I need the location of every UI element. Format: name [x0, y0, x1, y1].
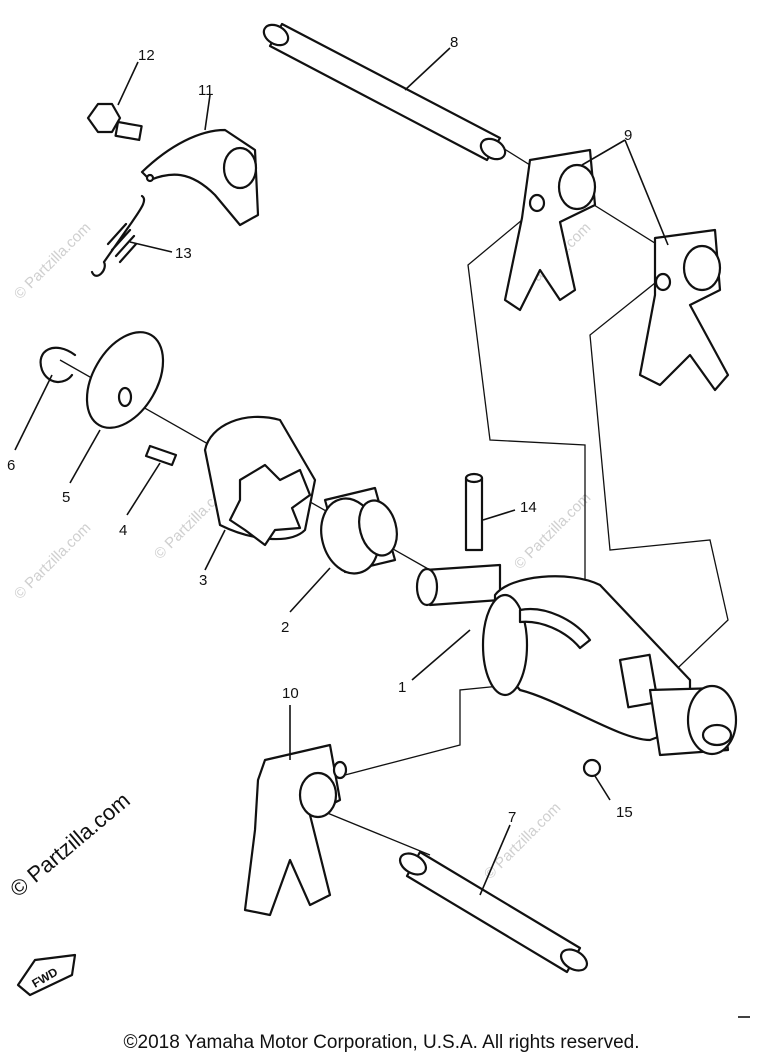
leader-lines — [14, 47, 669, 896]
callout-4: 4 — [119, 522, 127, 539]
callout-15: 15 — [616, 804, 633, 821]
assembly-line-fork-b — [589, 274, 729, 686]
callout-3: 3 — [199, 572, 207, 589]
callout-7: 7 — [508, 809, 516, 826]
callout-9: 9 — [624, 127, 632, 144]
watermark-6: © Partzilla.com — [481, 799, 564, 882]
watermark-dark: © Partzilla.com — [5, 787, 135, 901]
watermark-1: © Partzilla.com — [11, 219, 94, 302]
callout-12: 12 — [138, 47, 155, 64]
leader-1 — [411, 629, 471, 681]
bolt-12 — [86, 102, 143, 142]
callout-6: 6 — [7, 457, 15, 474]
shift-fork-9b — [638, 228, 730, 392]
fwd-arrow-icon: FWD — [16, 953, 77, 997]
leader-2 — [289, 567, 331, 613]
shaft-7 — [398, 850, 589, 974]
callout-10: 10 — [282, 685, 299, 702]
callout-14: 14 — [520, 499, 537, 516]
leader-13 — [129, 241, 173, 253]
leader-8 — [404, 47, 451, 91]
callout-11: 11 — [198, 82, 214, 99]
leader-11 — [204, 94, 211, 131]
pin-4 — [144, 444, 178, 467]
leader-7 — [479, 824, 511, 896]
leader-15 — [594, 775, 611, 801]
bearing-2 — [320, 486, 398, 575]
callout-labels: 1 2 3 4 5 6 7 8 9 10 11 12 13 14 15 — [7, 34, 633, 826]
circlip-6 — [39, 346, 77, 383]
spring-13 — [90, 194, 146, 277]
leader-9b — [624, 139, 669, 246]
segment-3 — [203, 415, 317, 547]
watermark-2: © Partzilla.com — [11, 519, 94, 602]
callout-8: 8 — [450, 34, 458, 51]
assembly-line-fork-c — [344, 679, 561, 776]
copyright-notice: ©2018 Yamaha Motor Corporation, U.S.A. A… — [123, 1032, 640, 1053]
assembly-lines — [59, 139, 729, 856]
shift-fork-9a — [503, 148, 597, 312]
callout-5: 5 — [62, 489, 70, 506]
shaft-8 — [262, 22, 507, 162]
leader-6 — [14, 374, 53, 451]
screw-15 — [582, 758, 602, 778]
assembly-line-shaft-low — [319, 809, 431, 856]
leader-4 — [126, 462, 161, 516]
lever-11 — [140, 128, 260, 227]
shift-drum-1 — [415, 563, 738, 757]
leader-12 — [117, 61, 139, 106]
leader-14 — [482, 509, 516, 521]
washer-5 — [85, 331, 165, 429]
callout-2: 2 — [281, 619, 289, 636]
callout-13: 13 — [175, 245, 192, 262]
pin-14 — [464, 472, 484, 552]
callout-1: 1 — [398, 679, 406, 696]
leader-3 — [204, 529, 226, 571]
leader-9a — [581, 139, 626, 166]
shift-fork-10 — [243, 743, 348, 917]
leader-5 — [69, 429, 101, 484]
